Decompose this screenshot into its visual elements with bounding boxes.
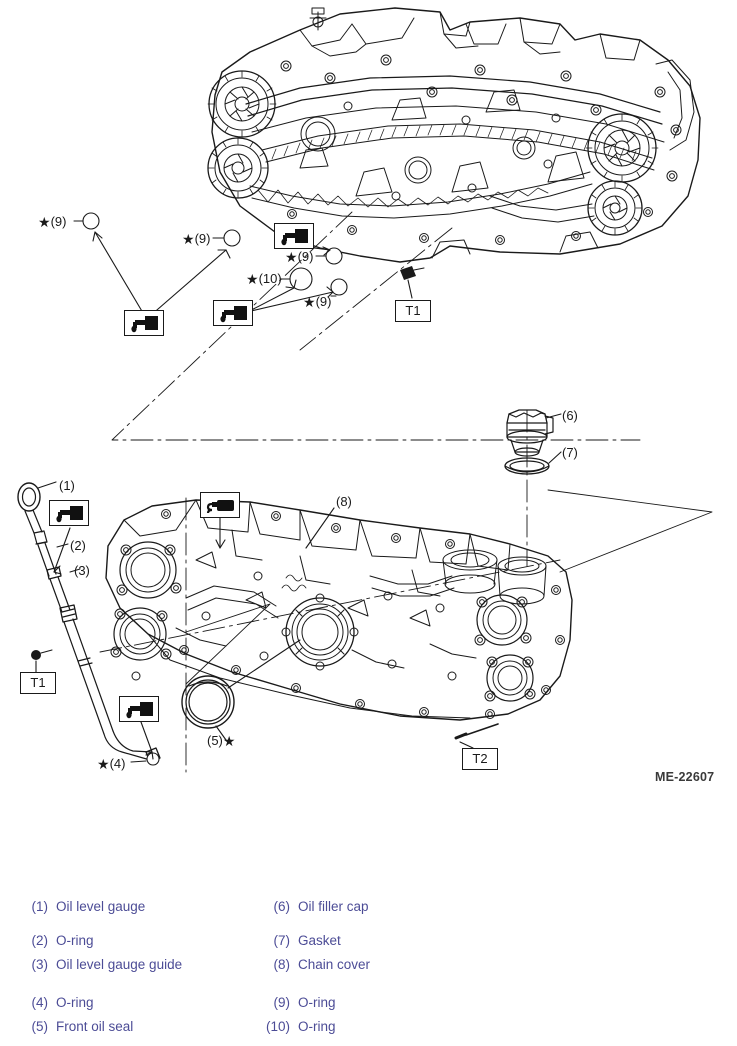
legend-number: (2) [31,933,49,948]
bolt-bosses-upper [280,54,682,245]
star-marker: ★ [222,733,236,749]
callout-number: (1) [59,478,75,493]
torque-box-t2-lower: T2 [462,748,498,770]
legend-label: Oil filler cap [298,899,369,914]
star-marker: ★ [303,294,316,310]
callout-u-9-a: ★(9) [38,215,66,229]
callout-number: (3) [74,563,90,578]
grease-gun-icon [220,306,247,323]
callout-u-10: ★(10) [246,272,282,286]
grease-gun-icon [56,506,83,523]
torque-box-t1-lower: T1 [20,672,56,694]
callout-number: (5) [207,733,223,748]
oil-filler-cap [506,409,554,457]
callout-l-3: (3) [74,564,90,577]
exploded-leader-lines [185,489,713,685]
callout-number: (4) [109,756,126,771]
star-marker: ★ [38,214,51,230]
projection-lines [99,211,641,773]
bolt-symbol-t2 [454,723,499,740]
legend-label: Oil level gauge [56,899,146,914]
callout-u-9-b: ★(9) [182,232,210,246]
legend-number: (5) [31,1019,49,1034]
legend-number: (10) [265,1019,290,1034]
callout-l-2: (2) [70,539,86,552]
callout-number: (7) [562,445,578,460]
cover-bolt-holes [131,505,565,719]
star-marker: ★ [285,249,298,265]
sealant-tube-icon [206,500,234,514]
legend-label: O-ring [298,1019,336,1034]
callout-number: (6) [562,408,578,423]
star-marker: ★ [246,271,259,287]
legend-number: (3) [31,957,49,972]
grease-gun-icon [126,702,153,719]
legend-number: (8) [273,957,291,972]
callout-number: (9) [297,249,314,264]
callout-number: (9) [194,231,211,246]
cam-bore-upper-right [474,594,532,646]
applicator-icon-upper-right [274,223,314,249]
sprocket-front-upper [207,70,277,138]
star-marker: ★ [182,231,195,247]
legend-number: (7) [273,933,291,948]
callout-l-5: (5)★ [207,734,235,748]
callout-number: (2) [70,538,86,553]
legend-label: O-ring [298,995,336,1010]
legend-label: O-ring [56,933,94,948]
bolt-symbol-upper [400,266,425,280]
parts-legend: (1) Oil level gauge (2) O-ring (3) Oil l… [0,885,737,1046]
sprocket-front-lower-upper [207,137,269,199]
sprocket-rear-lower-upper [587,180,643,236]
callout-l-1: (1) [59,479,75,492]
sprocket-rear-upper [585,113,659,183]
cam-bore-upper-left [116,541,182,599]
bolt-symbol-lower-left [31,649,53,660]
legend-label: O-ring [56,995,94,1010]
legend-number: (6) [273,899,291,914]
cam-bore-lower-right [484,654,536,702]
legend-label: Oil level gauge guide [56,957,183,972]
torque-box-t1-upper: T1 [395,300,431,322]
oil-level-gauge [17,482,161,763]
crank-seal-bore [281,593,359,671]
applicator-icon-lower-dipstick [49,500,89,526]
applicator-icon-upper-mid [213,300,253,326]
callout-u-9-d: ★(9) [303,295,331,309]
legend-label: Chain cover [298,957,371,972]
callout-l-4: ★(4) [97,757,125,771]
applicator-icon-upper-left [124,310,164,336]
callout-number: (8) [336,494,352,509]
callout-number: (9) [315,294,332,309]
callout-u-9-c: ★(9) [285,250,313,264]
exploded-diagram-svg [17,7,713,773]
front-oil-seal [181,675,235,729]
legend-number: (1) [31,899,49,914]
applicator-icon-lower-bolt [119,696,159,722]
cam-bore-lower-left [110,607,172,661]
breather-boss [442,549,498,594]
applicator-icon-lower-sealant [200,492,240,518]
callout-l-6: (6) [562,409,578,422]
upper-engine-body [207,7,701,263]
callout-number: (10) [258,271,282,286]
lower-chain-cover [105,499,573,721]
legend-label: Front oil seal [56,1019,134,1034]
callout-l-8: (8) [336,495,352,508]
callout-l-7: (7) [562,446,578,459]
drawing-id: ME-22607 [655,770,715,784]
callout-leaders [31,212,562,766]
grease-gun-icon [281,229,308,246]
legend-number: (4) [31,995,49,1010]
legend-label: Gasket [298,933,341,948]
star-marker: ★ [97,756,110,772]
grease-gun-icon [131,316,158,333]
callout-number: (9) [50,214,67,229]
figure-area: ★(9) ★(9) ★(9) ★(10) ★(9) (1) (2) (3) (8… [17,7,715,784]
legend-number: (9) [273,995,291,1010]
